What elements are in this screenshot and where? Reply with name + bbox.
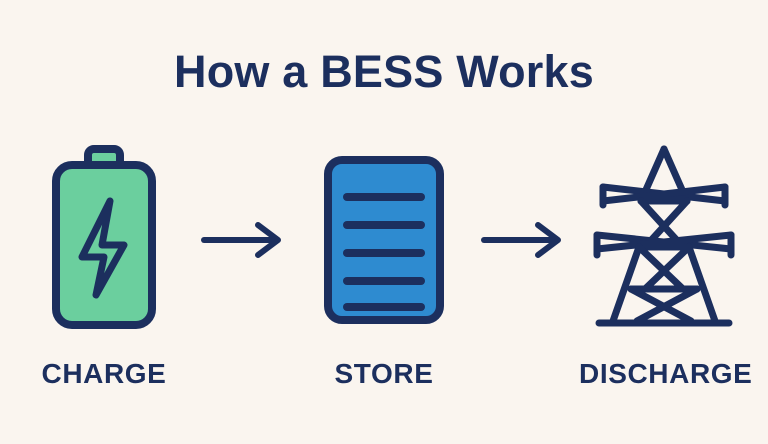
- flow-connector-charge-to-store: [189, 210, 299, 270]
- arrow-right-icon: [481, 222, 561, 258]
- process-flow: [0, 140, 768, 340]
- flow-step-store: [299, 140, 469, 340]
- arrow-right-icon: [201, 222, 281, 258]
- transmission-tower-icon: [593, 145, 735, 327]
- step-label-store: STORE: [334, 358, 434, 389]
- document-lines-icon: [324, 156, 444, 324]
- step-labels: CHARGE STORE DISCHARGE: [0, 352, 768, 396]
- step-label-discharge: DISCHARGE: [579, 358, 753, 389]
- flow-step-charge: [19, 140, 189, 340]
- document-line-group: [343, 193, 425, 311]
- flow-connector-store-to-discharge: [469, 210, 579, 270]
- battery-icon: [52, 145, 156, 329]
- flow-step-discharge: [579, 140, 749, 340]
- page-title: How a BESS Works: [174, 46, 594, 97]
- step-label-charge: CHARGE: [41, 358, 167, 389]
